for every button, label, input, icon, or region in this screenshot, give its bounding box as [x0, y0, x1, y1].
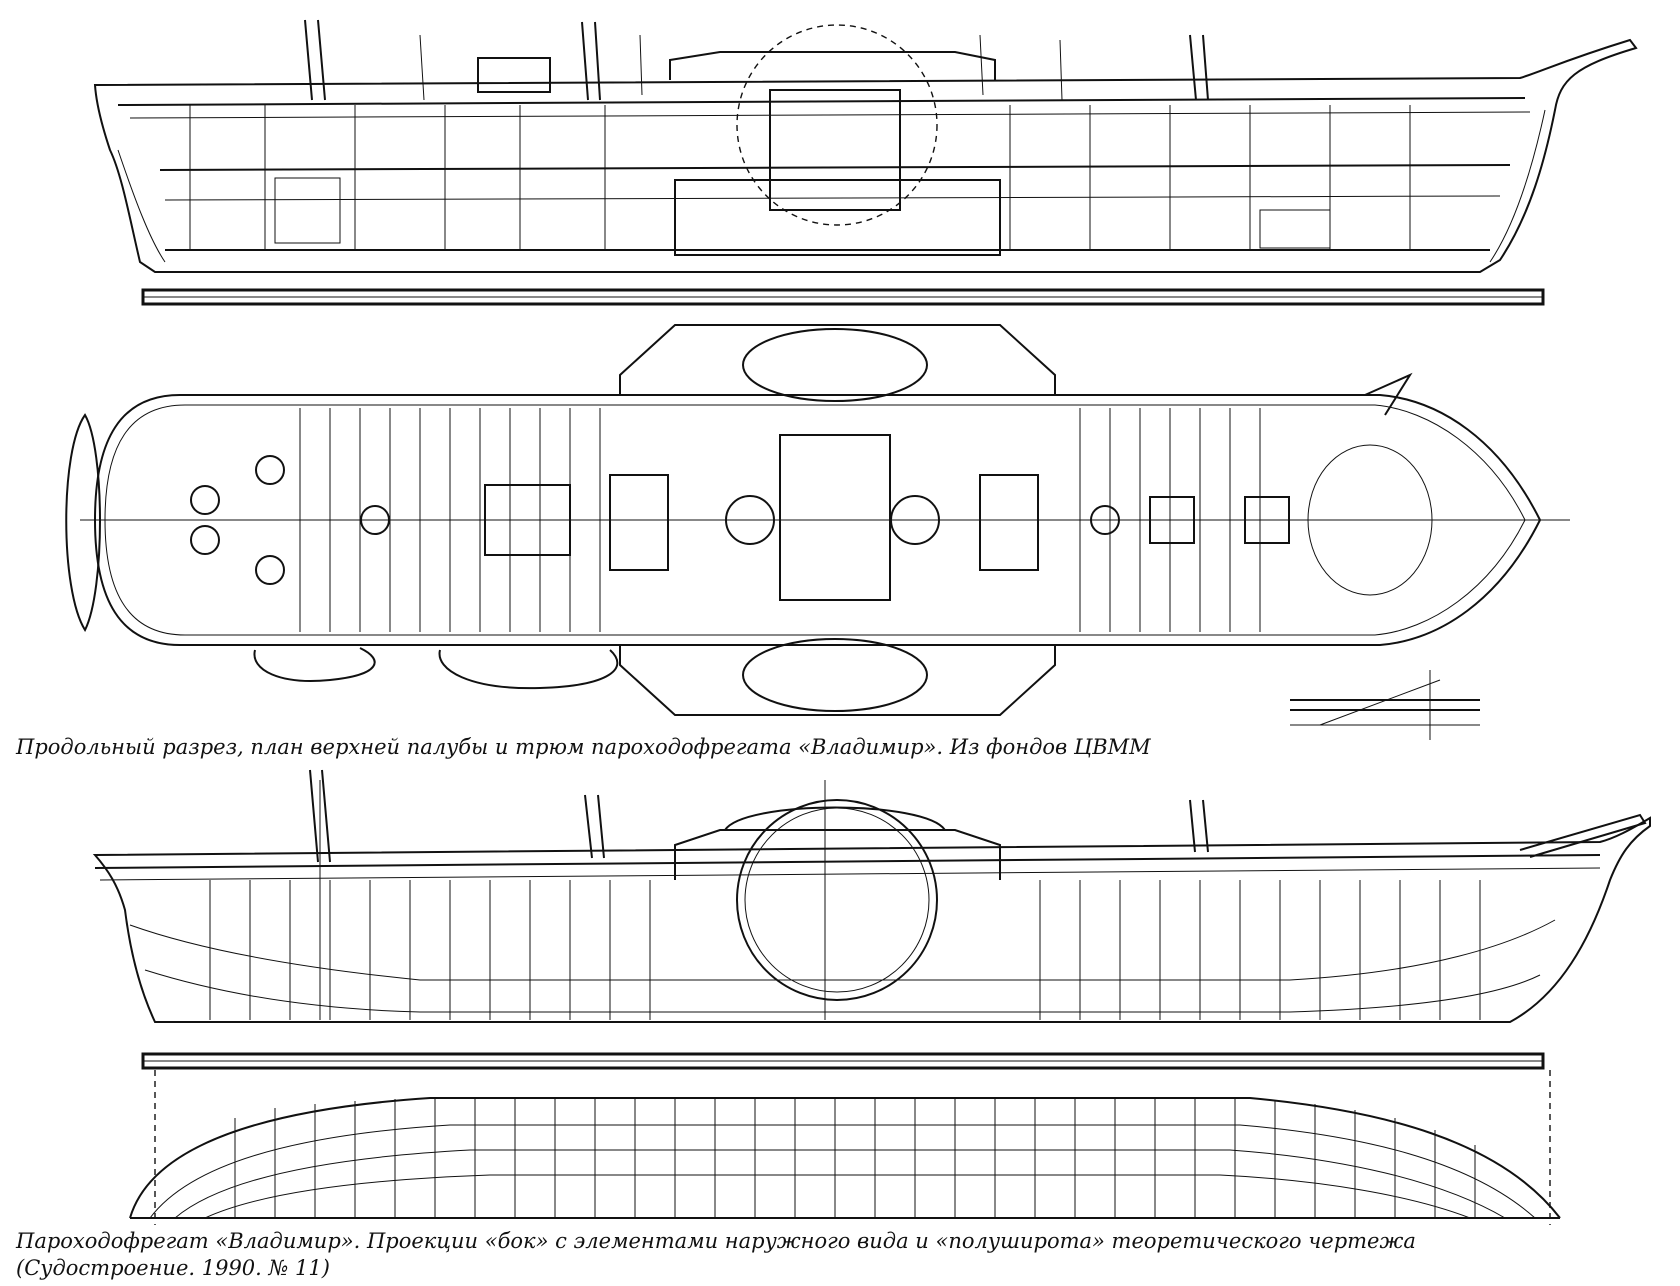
caption-top: Продольный разрез, план верхней палубы и…	[16, 735, 1151, 759]
caption-bottom-line2: (Судостроение. 1990. № 11)	[16, 1256, 330, 1280]
caption-bottom: Пароходофрегат «Владимир». Проекции «бок…	[16, 1228, 1416, 1282]
caption-bottom-line1: Пароходофрегат «Владимир». Проекции «бок…	[16, 1229, 1416, 1253]
side-profile-view	[92, 769, 1651, 1070]
upper-deck-plan	[65, 324, 1570, 716]
detail-inset	[1290, 670, 1480, 740]
longitudinal-section	[93, 19, 1638, 306]
half-breadth-plan	[129, 1070, 1561, 1225]
